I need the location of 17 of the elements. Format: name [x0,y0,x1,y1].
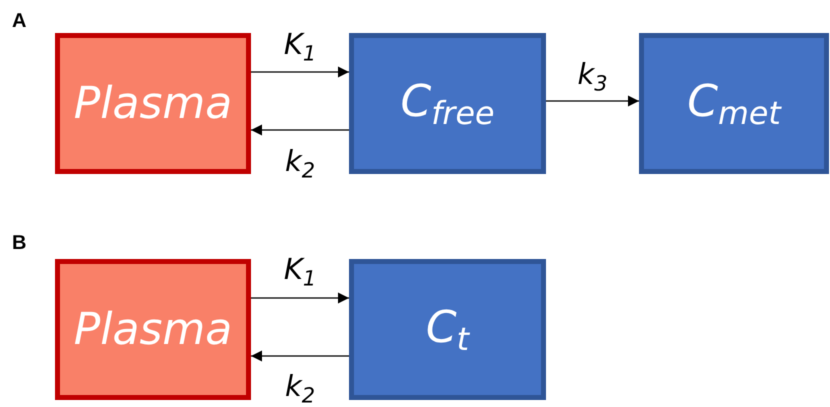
arrow [251,292,349,304]
compartment-label: Plasma [74,304,232,355]
arrow [546,96,639,106]
tissue-compartment-box [349,33,546,174]
compartment-label: Plasma [74,78,232,129]
panel-label: B [12,232,26,254]
plasma-compartment-box [55,259,251,400]
tissue-compartment-box [349,259,546,400]
arrow [251,124,349,136]
arrow [251,66,349,78]
arrow [251,350,349,362]
tissue-compartment-box [639,33,829,174]
compartment-label: C$_{free}$ [400,76,494,132]
plasma-compartment-box [55,33,251,174]
compartment-label: C$_{t}$ [426,302,470,358]
compartment-label: C$_{met}$ [687,76,781,132]
panel-label: A [12,10,26,32]
